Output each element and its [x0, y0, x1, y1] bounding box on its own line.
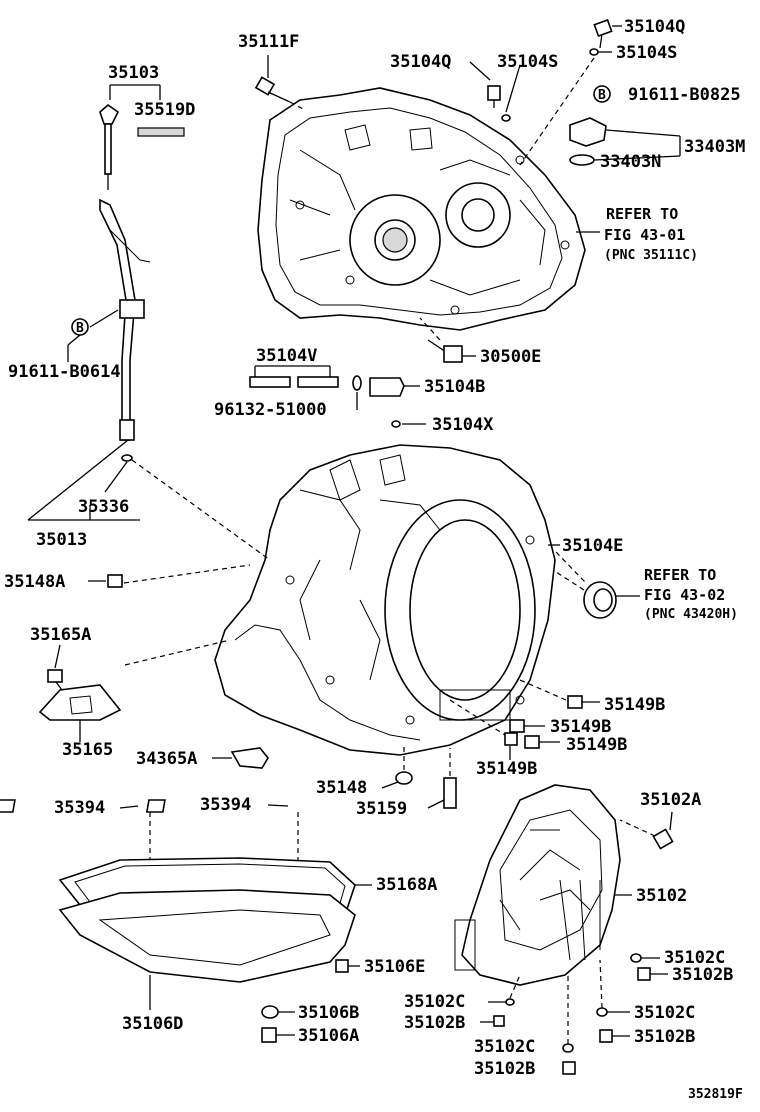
oil-pan: [58, 857, 372, 1010]
label-35168A: 35168A: [376, 875, 437, 895]
label-35104S-a: 35104S: [497, 52, 558, 72]
oil-seal: [555, 571, 640, 619]
bolt-35106E: [335, 959, 360, 973]
label-35104X: 35104X: [432, 415, 494, 435]
label-35102C-2: 35102C: [404, 992, 465, 1012]
label-refer1-line3: (PNC 35111C): [604, 248, 698, 263]
label-35519D: 35519D: [134, 100, 195, 120]
label-96132-51000: 96132-51000: [214, 400, 327, 420]
label-35149B-2: 35149B: [550, 717, 611, 737]
label-refer2-line1: REFER TO: [644, 566, 716, 584]
ring-35104X: [391, 420, 426, 428]
part-33403: [569, 117, 681, 166]
label-30500E: 30500E: [480, 347, 541, 367]
bolt-30500E: [419, 317, 476, 363]
label-circle-b-left: B: [76, 321, 84, 336]
label-35165A: 35165A: [30, 625, 91, 645]
label-35102B-1: 35102B: [672, 965, 733, 985]
label-35104Q-b: 35104Q: [624, 17, 685, 37]
label-refer2-line2: FIG 43-02: [644, 586, 725, 604]
plugs-35149B: [504, 679, 600, 760]
label-35104Q-a: 35104Q: [390, 52, 451, 72]
label-circle-b-upper: B: [598, 88, 606, 103]
label-35106D: 35106D: [122, 1014, 183, 1034]
bolt-35104Q-upper: [469, 18, 622, 166]
label-35149B-4: 35149B: [476, 759, 537, 779]
label-91611-B0614: 91611-B0614: [8, 362, 121, 382]
label-refer2-line3: (PNC 43420H): [644, 607, 738, 622]
label-35111F: 35111F: [238, 32, 299, 52]
label-35106B: 35106B: [298, 1003, 359, 1023]
ring-35336: [27, 439, 271, 561]
transaxle-case-drawing: [257, 87, 586, 331]
pins-35104V: [249, 365, 339, 388]
label-35394-b: 35394: [200, 795, 251, 815]
label-35165: 35165: [62, 740, 113, 760]
valve-body-35102: [454, 784, 632, 986]
label-35148: 35148: [316, 778, 367, 798]
label-35394-a: 35394: [54, 798, 105, 818]
label-35102B-2: 35102B: [404, 1013, 465, 1033]
plug-35148A: [88, 564, 251, 588]
b-callout-upper: [593, 85, 611, 103]
label-35149B-1: 35149B: [604, 695, 665, 715]
label-refer1-line2: FIG 43-01: [604, 226, 685, 244]
label-35102C-3: 35102C: [634, 1003, 695, 1023]
label-refer1-line1: REFER TO: [606, 205, 678, 223]
bolt-35111F: [254, 55, 306, 111]
dipstick-tube: [67, 198, 151, 441]
bolt-35102A: [619, 811, 674, 850]
label-35102C-4: 35102C: [474, 1037, 535, 1057]
label-35104V: 35104V: [256, 346, 317, 366]
small-parts-35102: [480, 953, 668, 1075]
dipstick: [99, 84, 185, 190]
figure-id: 352819F: [688, 1087, 743, 1102]
dashed-connectors: [449, 551, 586, 736]
label-35102A: 35102A: [640, 790, 701, 810]
label-35104B: 35104B: [424, 377, 485, 397]
label-33403N: 33403N: [600, 152, 661, 172]
label-35159: 35159: [356, 799, 407, 819]
labels: 35111F 35104Q 35104S 35104Q 35104S B 916…: [4, 17, 745, 1102]
label-35102B-4: 35102B: [474, 1059, 535, 1079]
ring-96132: [352, 375, 362, 410]
label-35102C-1: 35102C: [664, 948, 725, 968]
transaxle-housing-drawing: [214, 444, 556, 756]
label-35106A: 35106A: [298, 1026, 359, 1046]
label-35102B-3: 35102B: [634, 1027, 695, 1047]
part-35165: [38, 639, 231, 742]
label-33403M: 33403M: [684, 137, 745, 157]
label-91611-B0825: 91611-B0825: [628, 85, 741, 105]
label-35103: 35103: [108, 63, 159, 83]
label-35148A: 35148A: [4, 572, 65, 592]
label-35013: 35013: [36, 530, 87, 550]
plug-35148: [381, 745, 457, 809]
label-35104E: 35104E: [562, 536, 623, 556]
label-35106E: 35106E: [364, 957, 425, 977]
bracket-34365A: [212, 747, 269, 769]
label-35104S-b: 35104S: [616, 43, 677, 63]
label-35336: 35336: [78, 497, 129, 517]
label-35149B-3: 35149B: [566, 735, 627, 755]
washer-35106B: [261, 1005, 295, 1043]
plug-35104B: [369, 377, 420, 397]
label-35102: 35102: [636, 886, 687, 906]
label-34365A: 34365A: [136, 749, 197, 769]
